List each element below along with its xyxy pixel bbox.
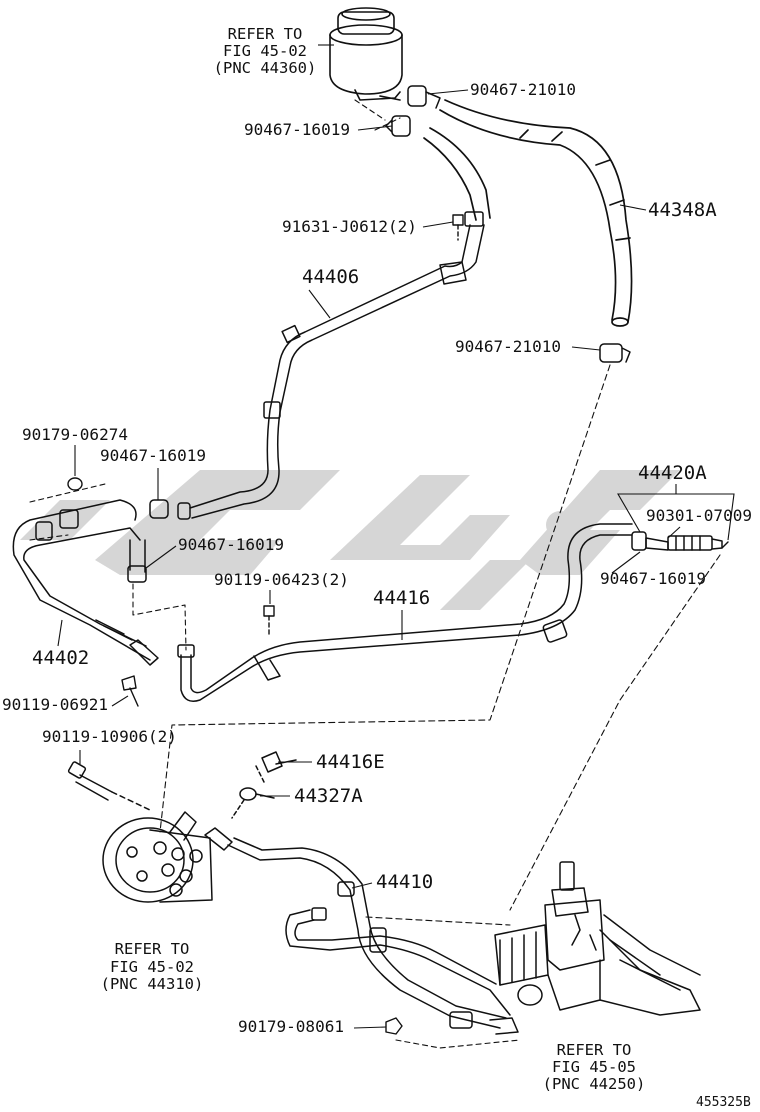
part-90179-06274[interactable]: 90179-06274 — [22, 425, 128, 444]
pressure-hose — [177, 523, 633, 702]
union-fitting — [631, 531, 723, 551]
part-44416E[interactable]: 44416E — [316, 751, 385, 773]
part-90467-21010-mid[interactable]: 90467-21010 — [455, 337, 561, 356]
reservoir-ref-line2: FIG 45-02 — [223, 42, 307, 60]
gear-ref-line1: REFER TO — [556, 1041, 632, 1059]
part-90467-16019-top[interactable]: 90467-16019 — [244, 120, 350, 139]
part-44348A[interactable]: 44348A — [648, 199, 717, 221]
part-44420A[interactable]: 44420A — [638, 462, 707, 484]
pressure-feed-hose — [204, 827, 519, 1035]
leader-line — [159, 364, 611, 833]
return-hose — [439, 99, 633, 327]
steering-gear-assembly — [494, 861, 701, 1016]
long-bolt — [67, 761, 151, 811]
part-90119-06921[interactable]: 90119-06921 — [2, 695, 108, 714]
gasket — [231, 787, 275, 819]
bolt — [263, 605, 275, 636]
leader-line — [509, 554, 721, 911]
part-44410[interactable]: 44410 — [376, 871, 434, 893]
part-90467-16019-right[interactable]: 90467-16019 — [600, 569, 706, 588]
nut — [67, 477, 83, 491]
reservoir-ref-line3: (PNC 44360) — [213, 59, 317, 77]
part-90467-16019-center[interactable]: 90467-16019 — [178, 535, 284, 554]
figure-number: 455325B — [696, 1095, 751, 1110]
pump-ref-line1: REFER TO — [114, 940, 190, 958]
hose-clamp — [599, 343, 631, 363]
part-44406[interactable]: 44406 — [302, 266, 360, 288]
part-44416[interactable]: 44416 — [373, 587, 431, 609]
part-90119-06423[interactable]: 90119-06423(2) — [214, 570, 349, 589]
part-44327A[interactable]: 44327A — [294, 785, 363, 807]
hose-clamp — [149, 499, 169, 519]
pump-ref-line2: FIG 45-02 — [110, 958, 194, 976]
power-steering-pump — [102, 811, 213, 903]
gear-ref-line2: FIG 45-05 — [552, 1058, 636, 1076]
pressure-pipe — [177, 211, 485, 520]
reservoir-hose — [423, 127, 491, 221]
pump-ref-line3: (PNC 44310) — [100, 975, 204, 993]
part-90119-10906[interactable]: 90119-10906(2) — [42, 727, 177, 746]
bolt — [452, 214, 464, 241]
part-44402[interactable]: 44402 — [32, 647, 90, 669]
union-bolt — [255, 751, 297, 783]
part-91631-J0612[interactable]: 91631-J0612(2) — [282, 217, 417, 236]
bolt — [121, 675, 139, 707]
part-90467-21010-top[interactable]: 90467-21010 — [470, 80, 576, 99]
part-90301-07009[interactable]: 90301-07009 — [646, 506, 752, 525]
gear-ref-line3: (PNC 44250) — [542, 1075, 646, 1093]
nut — [385, 1017, 403, 1035]
hose-clamp — [385, 115, 411, 137]
part-90179-08061[interactable]: 90179-08061 — [238, 1017, 344, 1036]
hose-clamp — [407, 85, 441, 109]
part-90467-16019-left[interactable]: 90467-16019 — [100, 446, 206, 465]
return-pipe — [12, 499, 159, 666]
reservoir-ref-line1: REFER TO — [227, 25, 303, 43]
reservoir-tank — [329, 7, 403, 101]
